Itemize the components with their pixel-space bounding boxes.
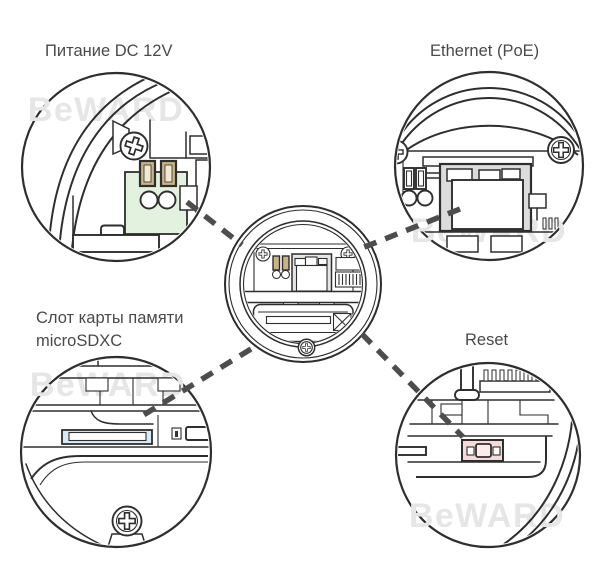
wire-hole (157, 190, 177, 210)
power-callout-circle: BeWARD (20, 71, 212, 263)
power-terminal-block (272, 255, 290, 271)
sd-label-line2: microSDXC (36, 332, 123, 350)
reset-button (461, 439, 504, 462)
central-device (224, 205, 382, 363)
dome-arc (397, 87, 581, 143)
wire-hole (139, 190, 159, 210)
tray-lip (39, 461, 208, 486)
sd-callout-circle: BeWARD (19, 355, 213, 549)
reset-label: Reset (465, 331, 509, 349)
reset-callout-circle: BeWARD (394, 361, 582, 549)
dashed-connector-ethernet (360, 206, 462, 251)
pin-header (542, 217, 559, 230)
dome-arc (503, 406, 574, 545)
post-foot (454, 389, 480, 401)
slot (398, 446, 427, 456)
power-label: Питание DC 12V (45, 42, 173, 60)
dashed-connector-reset (360, 332, 465, 439)
wire-hole (416, 189, 434, 207)
screw-icon (255, 246, 271, 262)
sd-card-slot (265, 315, 332, 325)
tray-curve (25, 463, 101, 545)
device-outer-ring (224, 205, 382, 363)
dashed-connector-power (185, 199, 244, 248)
board-edge (244, 290, 362, 304)
sd-label: Слот карты памяти microSDXC (36, 307, 183, 353)
panel-band (409, 399, 559, 425)
wire-hole (271, 269, 282, 280)
ethernet-callout-circle: BeWARD (393, 70, 585, 262)
sd-card-slot (68, 431, 147, 442)
button-pad (492, 446, 501, 456)
ethernet-label: Ethernet (PoE) (430, 42, 540, 60)
component (185, 426, 209, 441)
button-cap (475, 443, 492, 458)
tray-corner (416, 436, 547, 478)
screw-icon (297, 338, 316, 357)
pin-header (334, 271, 362, 288)
bracket-bar (245, 243, 362, 253)
screw-icon (547, 136, 575, 164)
power-terminal-block (138, 159, 178, 188)
rj45-jack (438, 162, 533, 233)
panel-part (85, 377, 109, 392)
bracket-tab (100, 224, 125, 236)
component-pin (175, 431, 178, 437)
dome-arc (58, 79, 169, 253)
sd-label-line1: Слот карты памяти (36, 309, 184, 327)
board-pad (490, 235, 523, 253)
dome-arc (397, 97, 581, 150)
led-window (501, 168, 521, 180)
trace-lines (425, 172, 441, 179)
component (335, 256, 362, 271)
bracket-bar (72, 234, 160, 253)
panel-step (519, 400, 549, 424)
wire-hole (280, 269, 291, 280)
button-pad (466, 446, 475, 456)
device-ring (228, 209, 378, 359)
rj45-port (451, 179, 524, 230)
screw-icon (111, 505, 143, 537)
panel-part (189, 135, 208, 155)
rj45-jack (291, 253, 333, 293)
watermark-text: BeWARD (409, 497, 565, 535)
panel-part (195, 159, 208, 213)
dome-arc (70, 86, 182, 259)
panel-edge (149, 119, 208, 159)
panel-part (440, 403, 463, 416)
tray-lip (30, 455, 208, 480)
dome-arc (48, 75, 157, 245)
board-pad (446, 235, 479, 253)
screw-icon (119, 131, 149, 161)
card-guide (90, 410, 154, 425)
screw-icon (397, 139, 409, 165)
component (528, 193, 547, 209)
